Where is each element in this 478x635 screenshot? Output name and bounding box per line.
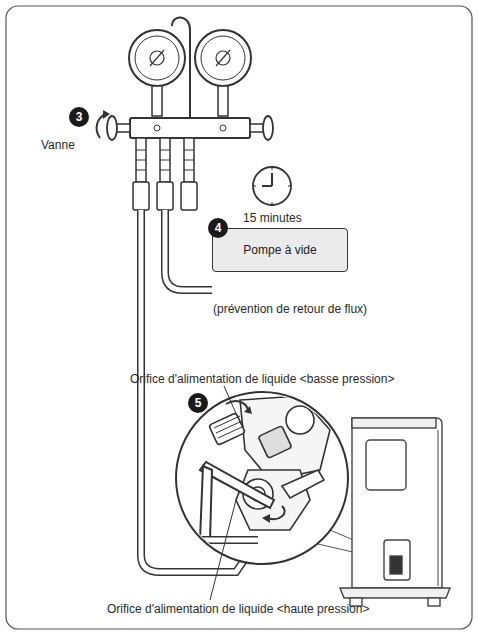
callout-number: 3 bbox=[69, 107, 89, 127]
port-label: Orifice d'alimentation de liquide <basse… bbox=[130, 372, 394, 386]
valve-label: Vanne bbox=[41, 138, 75, 152]
port-label: Orifice d'alimentation de liquide <haute… bbox=[107, 602, 369, 616]
note-text: (prévention de retour de flux) bbox=[213, 302, 367, 316]
callout-number: 4 bbox=[208, 218, 228, 238]
pump-box: Pompe à vide bbox=[212, 228, 348, 272]
time-label: 15 minutes bbox=[243, 211, 302, 225]
node-text: Pompe à vide bbox=[243, 243, 316, 257]
callout-number: 5 bbox=[188, 393, 208, 413]
